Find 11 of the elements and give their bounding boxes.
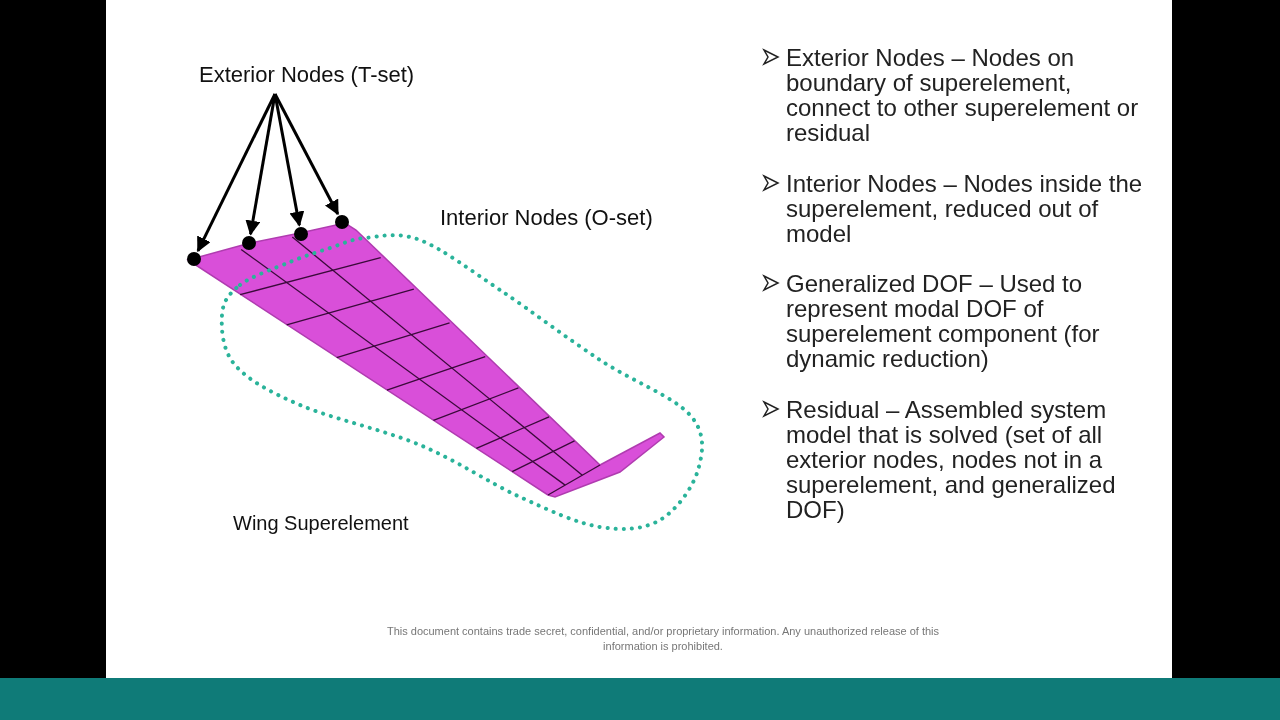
arrow [273,93,340,216]
bullet-text: Residual – Assembled system model that is solved (set of all exterior nodes, nodes not in a superelement, and generalized DOF) [786,397,1117,522]
bullet-text: Generalized DOF – Used to represent modal DOF of superelement component (for dynamic reduction) [786,271,1101,371]
bullet-text: Exterior Nodes – Nodes on boundary of superelement, connect to other superelement or residual [786,45,1140,145]
footer-note: This document contains trade secret, confidential, and/or proprietary information. Any unauthorized release of this information is prohibited. [385,624,941,654]
callout-label: Wing Superelement [233,511,409,536]
bullet-text: Interior Nodes – Nodes inside the superelement, reduced out of model [786,171,1144,246]
arrow [245,93,277,236]
callout-heading: Exterior Nodes (T-set) [199,62,415,88]
arrow [273,93,305,227]
callout-label: Interior Nodes (O-set) [440,205,653,231]
